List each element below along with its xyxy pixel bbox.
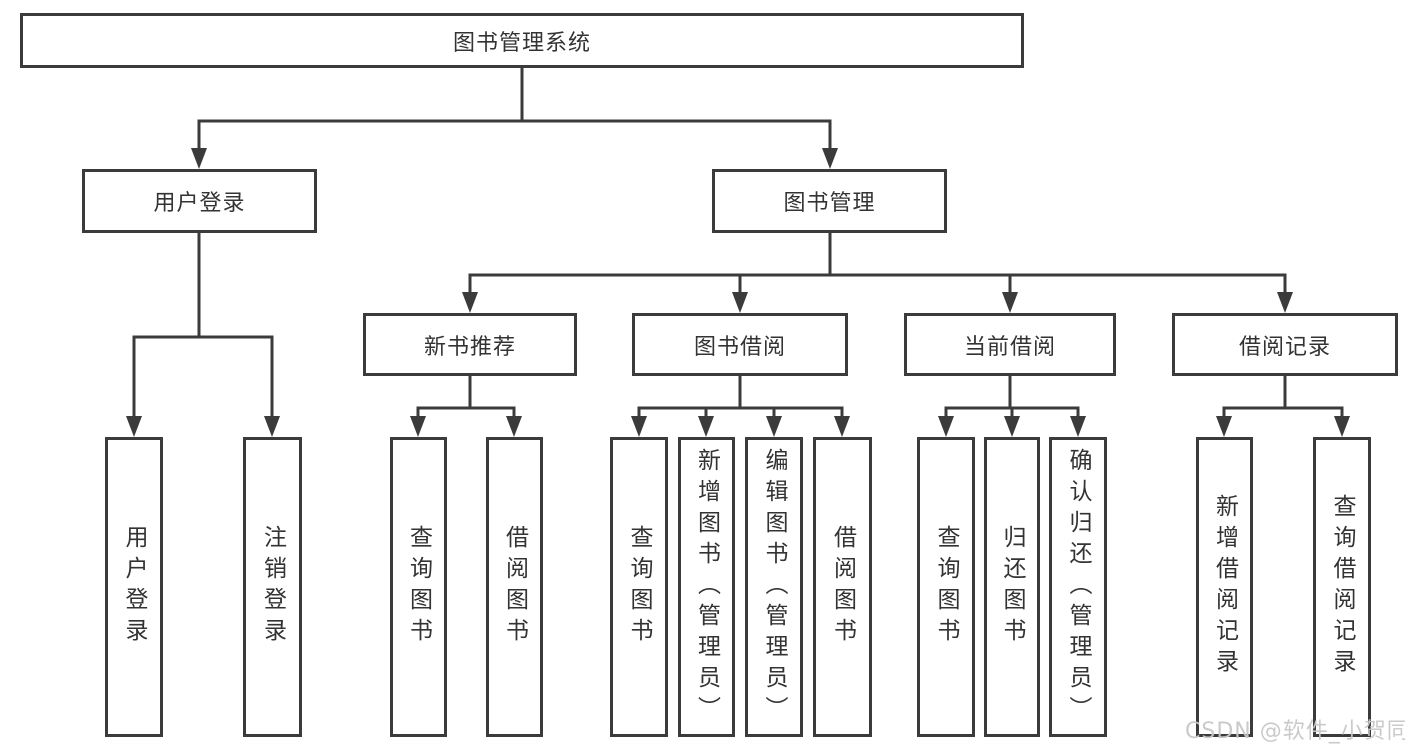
arrowhead (631, 416, 647, 437)
leaf-return-book: 归还图书 (984, 437, 1040, 737)
current-borrow-node: 当前借阅 (904, 313, 1116, 376)
borrow-record-node: 借阅记录 (1172, 313, 1398, 376)
arrowhead (1216, 416, 1232, 437)
arrowhead (698, 416, 714, 437)
arrowhead (410, 416, 426, 437)
arrowhead (1002, 292, 1018, 313)
leaf-confirm-return-admin: 确认归还（管理员） (1049, 437, 1107, 737)
arrowhead (1070, 416, 1086, 437)
arrowhead (732, 292, 748, 313)
leaf-query-book-current: 查询图书 (917, 437, 975, 737)
leaf-query-book-recommend: 查询图书 (390, 437, 447, 737)
new-book-recommend-node: 新书推荐 (363, 313, 577, 376)
arrowhead (822, 148, 838, 169)
arrowhead (506, 416, 522, 437)
arrowhead (1334, 416, 1350, 437)
arrowhead (938, 416, 954, 437)
leaf-logout: 注销登录 (243, 437, 302, 737)
leaf-edit-book-admin: 编辑图书（管理员） (745, 437, 803, 737)
arrowhead (834, 416, 850, 437)
leaf-add-book-admin: 新增图书（管理员） (678, 437, 735, 737)
arrowhead (264, 416, 280, 437)
arrowhead (1004, 416, 1020, 437)
arrowhead (462, 292, 478, 313)
arrowhead (1277, 292, 1293, 313)
leaf-add-borrow-record: 新增借阅记录 (1196, 437, 1253, 737)
leaf-user-login: 用户登录 (105, 437, 163, 737)
book-management-node: 图书管理 (712, 169, 947, 233)
arrowhead (191, 148, 207, 169)
user-login-node: 用户登录 (82, 169, 317, 233)
leaf-query-borrow-record: 查询借阅记录 (1313, 437, 1371, 737)
root-node: 图书管理系统 (20, 13, 1024, 68)
csdn-watermark: CSDN @软件_小贺同学 (1185, 719, 1405, 744)
arrowhead (126, 416, 142, 437)
leaf-query-book-borrow: 查询图书 (610, 437, 668, 737)
book-borrow-node: 图书借阅 (632, 313, 848, 376)
leaf-borrow-book-recommend: 借阅图书 (486, 437, 543, 737)
arrowhead (766, 416, 782, 437)
leaf-borrow-book: 借阅图书 (813, 437, 872, 737)
